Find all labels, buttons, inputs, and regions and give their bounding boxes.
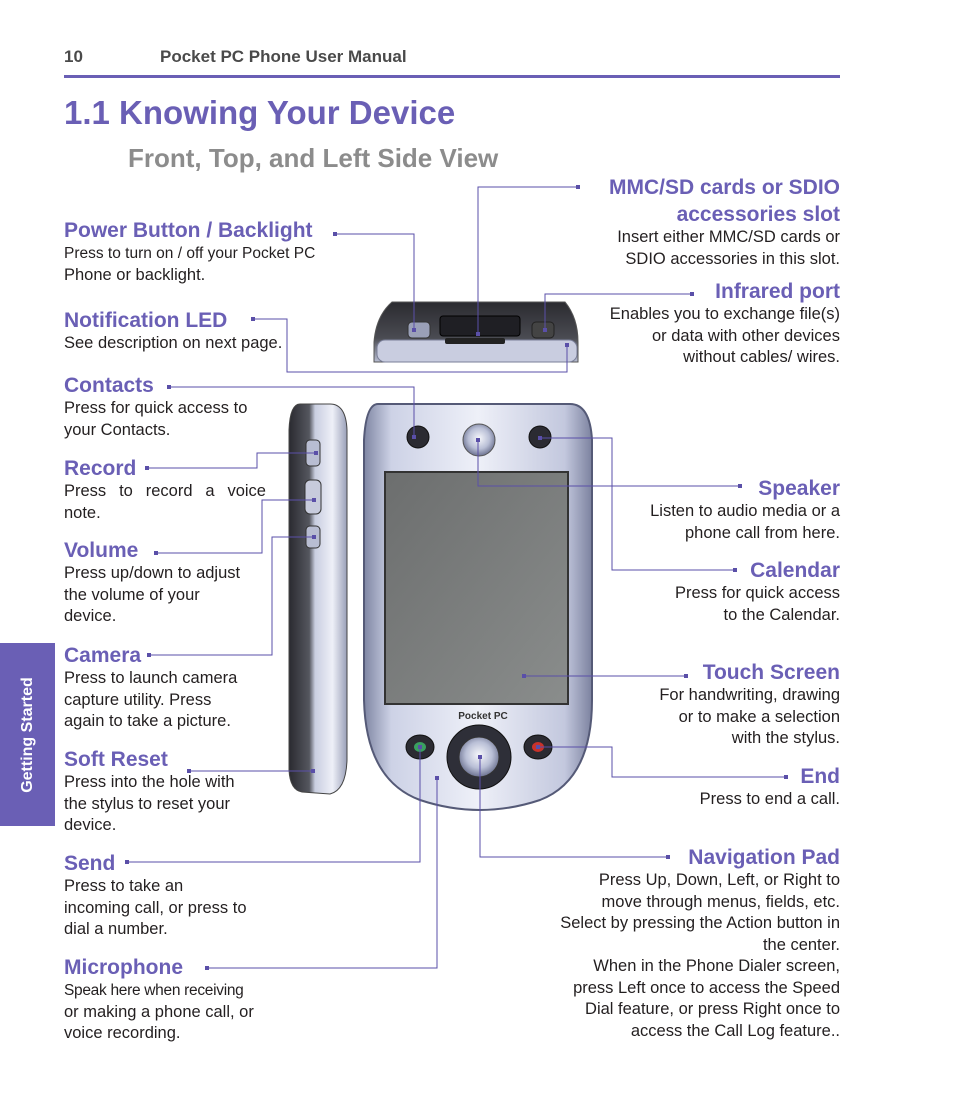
callout-notification-label: Notification LED bbox=[64, 309, 228, 332]
callout-navigation-pad-desc-4: the center. bbox=[762, 935, 840, 954]
callout-mmc-slot-desc-1: Insert either MMC/SD cards or bbox=[617, 228, 840, 246]
callout-volume-label: Volume bbox=[64, 539, 139, 562]
callout-navigation-pad-desc-2: move through menus, fields, etc. bbox=[601, 892, 840, 911]
callout-microphone-desc-2: or making a phone call, or bbox=[64, 1002, 254, 1021]
callout-volume-desc-3: device. bbox=[64, 607, 117, 625]
callout-navigation-pad-desc-1: Press Up, Down, Left, or Right to bbox=[598, 871, 840, 889]
callout-end-desc-1: Press to end a call. bbox=[699, 790, 840, 808]
callout-send: Send Press to take an incoming call, or … bbox=[64, 852, 274, 941]
leader-ends bbox=[125, 185, 788, 970]
callout-power-label: Power Button / Backlight bbox=[64, 219, 313, 242]
device-side-view bbox=[288, 403, 348, 795]
callout-navigation-pad-label: Navigation Pad bbox=[688, 846, 840, 869]
callout-mmc-slot-desc-2: SDIO accessories in this slot. bbox=[625, 249, 840, 268]
callout-microphone: Microphone Speak here when receiving or … bbox=[64, 956, 274, 1045]
chapter-side-tab: Getting Started bbox=[0, 643, 55, 826]
callout-camera-desc-1: Press to launch camera bbox=[64, 669, 238, 687]
callout-camera-label: Camera bbox=[64, 644, 142, 667]
callout-infrared-label: Infrared port bbox=[715, 280, 840, 303]
callout-contacts-desc-2: your Contacts. bbox=[64, 420, 171, 439]
callout-soft-reset-desc-3: device. bbox=[64, 816, 117, 834]
callout-microphone-desc-3: voice recording. bbox=[64, 1024, 181, 1042]
callout-record-desc-2: note. bbox=[64, 503, 101, 522]
callout-notification: Notification LED See description on next… bbox=[64, 309, 309, 355]
callout-send-desc-3: dial a number. bbox=[64, 920, 168, 938]
callout-volume: Volume Press up/down to adjust the volum… bbox=[64, 539, 269, 628]
callout-infrared: Infrared port Enables you to exchange fi… bbox=[560, 280, 840, 369]
callout-end-label: End bbox=[800, 765, 840, 788]
callout-touch-screen: Touch Screen For handwriting, drawing or… bbox=[600, 661, 840, 750]
callout-navigation-pad-desc-5: When in the Phone Dialer screen, bbox=[593, 957, 840, 975]
callout-infrared-desc-1: Enables you to exchange file(s) bbox=[609, 305, 840, 323]
callout-record-label: Record bbox=[64, 457, 137, 480]
callout-send-label: Send bbox=[64, 852, 116, 875]
callout-end: End Press to end a call. bbox=[640, 765, 840, 811]
callout-contacts-desc-1: Press for quick access to bbox=[64, 399, 248, 417]
manual-title: Pocket PC Phone User Manual bbox=[160, 47, 407, 66]
callout-record-desc-1: Press to record a voice bbox=[64, 482, 266, 500]
page-number: 10 bbox=[64, 47, 83, 66]
device-logo-text: Pocket PC bbox=[458, 711, 507, 722]
callout-camera-desc-2: capture utility. Press bbox=[64, 690, 212, 709]
callout-navigation-pad-desc-3: Select by pressing the Action button in bbox=[560, 914, 840, 932]
callout-touch-screen-desc-3: with the stylus. bbox=[731, 729, 840, 747]
callout-power-desc-2: Phone or backlight. bbox=[64, 265, 206, 284]
callout-power-desc-1: Press to turn on / off your Pocket PC bbox=[64, 245, 316, 262]
callout-infrared-desc-2: or data with other devices bbox=[651, 326, 840, 345]
callout-speaker-label: Speaker bbox=[758, 477, 840, 500]
callout-send-desc-1: Press to take an bbox=[64, 877, 184, 895]
section-title: 1.1 Knowing Your Device bbox=[64, 94, 456, 131]
callout-soft-reset-desc-1: Press into the hole with bbox=[64, 773, 235, 791]
callout-mmc-slot: MMC/SD cards or SDIO accessories slot In… bbox=[540, 176, 840, 270]
callout-calendar: Calendar Press for quick access to the C… bbox=[620, 559, 840, 626]
callout-volume-desc-1: Press up/down to adjust bbox=[64, 564, 241, 582]
callout-speaker-desc-2: phone call from here. bbox=[684, 523, 840, 542]
callout-mmc-slot-label-1: MMC/SD cards or SDIO bbox=[608, 176, 840, 199]
callout-power: Power Button / Backlight Press to turn o… bbox=[64, 219, 339, 286]
callout-microphone-desc-1: Speak here when receiving bbox=[64, 982, 244, 999]
section-subtitle: Front, Top, and Left Side View bbox=[128, 143, 499, 173]
callout-navigation-pad-desc-7: Dial feature, or press Right once to bbox=[585, 1000, 840, 1018]
callout-soft-reset-label: Soft Reset bbox=[64, 748, 168, 771]
callout-camera: Camera Press to launch camera capture ut… bbox=[64, 644, 269, 733]
callout-calendar-label: Calendar bbox=[750, 559, 840, 582]
callout-speaker: Speaker Listen to audio media or a phone… bbox=[600, 477, 840, 544]
leader-lines bbox=[128, 186, 786, 969]
callout-touch-screen-label: Touch Screen bbox=[702, 661, 840, 684]
callout-navigation-pad: Navigation Pad Press Up, Down, Left, or … bbox=[520, 846, 840, 1042]
callout-contacts-label: Contacts bbox=[64, 374, 154, 397]
callout-contacts: Contacts Press for quick access to your … bbox=[64, 374, 274, 441]
callout-soft-reset: Soft Reset Press into the hole with the … bbox=[64, 748, 269, 837]
callout-calendar-desc-2: to the Calendar. bbox=[723, 605, 841, 624]
callout-calendar-desc-1: Press for quick access bbox=[674, 584, 840, 602]
callout-camera-desc-3: again to take a picture. bbox=[64, 712, 231, 730]
callout-navigation-pad-desc-8: access the Call Log feature.. bbox=[630, 1021, 840, 1040]
callout-touch-screen-desc-2: or to make a selection bbox=[678, 707, 840, 726]
callout-volume-desc-2: the volume of your bbox=[64, 585, 200, 604]
callout-notification-desc-1: See description on next page. bbox=[64, 334, 283, 352]
callout-record: Record Press to record a voice note. bbox=[64, 457, 266, 524]
callout-soft-reset-desc-2: the stylus to reset your bbox=[64, 794, 230, 813]
callout-navigation-pad-desc-6: press Left once to access the Speed bbox=[573, 978, 840, 997]
header-rule bbox=[64, 75, 840, 78]
callout-touch-screen-desc-1: For handwriting, drawing bbox=[659, 686, 840, 704]
callout-microphone-label: Microphone bbox=[64, 956, 183, 979]
device-front-view bbox=[363, 403, 593, 811]
callout-mmc-slot-label-2: accessories slot bbox=[676, 203, 840, 226]
callout-speaker-desc-1: Listen to audio media or a bbox=[650, 502, 840, 520]
callout-send-desc-2: incoming call, or press to bbox=[64, 898, 247, 917]
callout-infrared-desc-3: without cables/ wires. bbox=[683, 348, 840, 366]
